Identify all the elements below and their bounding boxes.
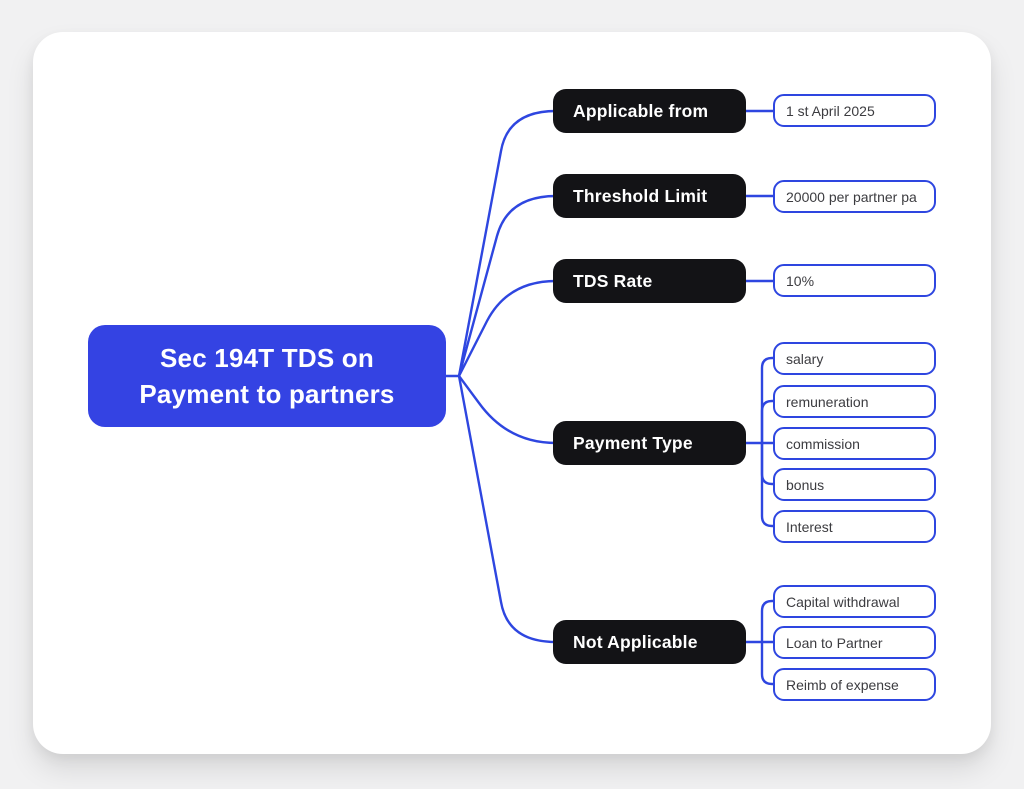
connector-root-payment-type	[457, 374, 558, 445]
leaf-label: Reimb of expense	[786, 676, 899, 693]
branch-label: TDS Rate	[573, 270, 653, 291]
root-node-label-line1: Sec 194T TDS on	[160, 343, 374, 373]
leaf-node-remuneration[interactable]: remuneration	[773, 385, 936, 418]
leaf-label: 20000 per partner pa	[786, 188, 917, 205]
leaf-node-applicable-date[interactable]: 1 st April 2025	[773, 94, 936, 127]
branch-label: Payment Type	[573, 432, 693, 453]
leaf-label: salary	[786, 350, 824, 367]
connector-root-applicable-from	[457, 109, 558, 378]
branch-node-tds-rate[interactable]: TDS Rate	[553, 259, 746, 303]
branch-node-threshold-limit[interactable]: Threshold Limit	[553, 174, 746, 218]
leaf-node-reimb-of-expense[interactable]: Reimb of expense	[773, 668, 936, 701]
connector-payment-interest	[760, 441, 778, 528]
leaf-node-tds-rate-value[interactable]: 10%	[773, 264, 936, 297]
connector-root-tds-rate	[457, 279, 558, 378]
leaf-label: commission	[786, 435, 860, 452]
leaf-node-loan-to-partner[interactable]: Loan to Partner	[773, 626, 936, 659]
leaf-node-capital-withdrawal[interactable]: Capital withdrawal	[773, 585, 936, 618]
connector-notapplicable-reimb	[760, 640, 778, 686]
leaf-label: remuneration	[786, 393, 869, 410]
branch-label: Not Applicable	[573, 631, 698, 652]
connector-notapplicable-capital	[760, 599, 778, 644]
root-node-label-line2: Payment to partners	[139, 379, 395, 409]
leaf-label: Loan to Partner	[786, 634, 883, 651]
branch-node-payment-type[interactable]: Payment Type	[553, 421, 746, 465]
leaf-node-interest[interactable]: Interest	[773, 510, 936, 543]
leaf-node-bonus[interactable]: bonus	[773, 468, 936, 501]
leaf-node-commission[interactable]: commission	[773, 427, 936, 460]
root-node-sec-194t[interactable]: Sec 194T TDS on Payment to partners	[88, 325, 446, 427]
leaf-label: 1 st April 2025	[786, 102, 875, 119]
connector-root-not-applicable	[457, 374, 558, 644]
leaf-node-threshold-amount[interactable]: 20000 per partner pa	[773, 180, 936, 213]
branch-label: Applicable from	[573, 100, 709, 121]
branch-node-applicable-from[interactable]: Applicable from	[553, 89, 746, 133]
connector-root-threshold-limit	[457, 194, 558, 378]
leaf-label: bonus	[786, 476, 825, 493]
branch-node-not-applicable[interactable]: Not Applicable	[553, 620, 746, 664]
connector-payment-remuneration	[760, 399, 778, 445]
leaf-label: 10%	[786, 272, 815, 289]
leaf-node-salary[interactable]: salary	[773, 342, 936, 375]
connector-payment-salary	[760, 356, 778, 445]
branch-label: Threshold Limit	[573, 185, 708, 206]
leaf-label: Interest	[786, 518, 833, 535]
leaf-label: Capital withdrawal	[786, 593, 900, 610]
